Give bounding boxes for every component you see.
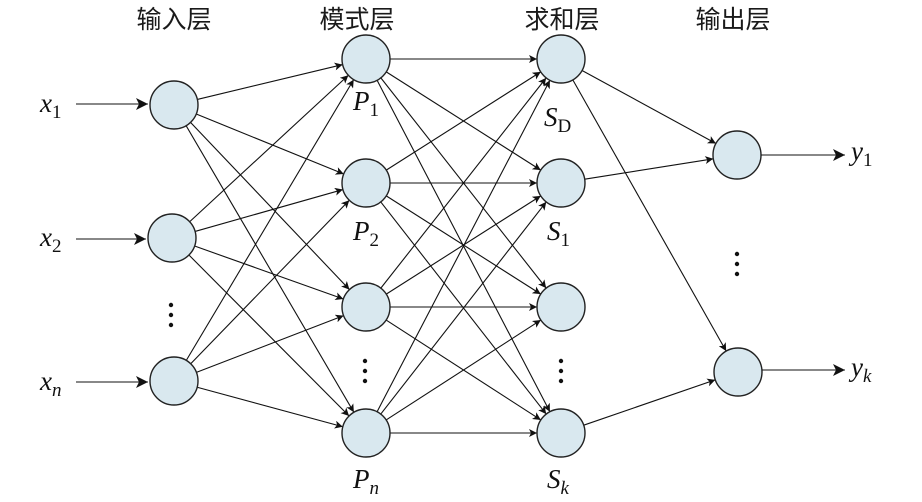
summation-node-k <box>536 408 586 458</box>
input-label-xn: xn <box>39 366 61 401</box>
connection-edge-20 <box>380 77 547 289</box>
input-node-2 <box>147 213 197 263</box>
pattern-node-3 <box>341 282 391 332</box>
input-ellipsis <box>168 302 174 328</box>
connection-edge-26 <box>385 319 542 421</box>
pattern-layer-title: 模式层 <box>319 5 394 34</box>
connection-edge-3 <box>185 125 355 413</box>
connection-edge-6 <box>194 245 344 301</box>
pattern-label-pn: Pn <box>352 464 379 499</box>
output-label-yk: yk <box>848 352 872 387</box>
input-label-x2: x2 <box>39 222 61 257</box>
connections <box>185 55 727 437</box>
connection-edge-16 <box>385 71 542 171</box>
pattern-node-2 <box>341 158 391 208</box>
connection-edge-4 <box>189 74 349 223</box>
connection-edge-31 <box>583 378 716 426</box>
connection-edge-9 <box>190 199 350 365</box>
summation-label-sd: SD <box>544 102 571 137</box>
output-node-k <box>713 347 763 397</box>
pattern-node-1 <box>341 34 391 84</box>
connection-edge-2 <box>190 122 350 290</box>
connection-edge-28 <box>581 70 717 144</box>
summation-label-sk: Sk <box>547 464 570 499</box>
connection-edge-30 <box>572 79 727 352</box>
connection-edge-29 <box>584 156 714 180</box>
output-ellipsis <box>734 251 740 277</box>
connection-edge-11 <box>197 386 343 429</box>
pattern-label-p2: P2 <box>352 216 379 251</box>
output-layer-title: 输出层 <box>695 5 770 34</box>
summation-label-s1: S1 <box>547 216 570 251</box>
connection-edge-24 <box>376 80 551 412</box>
neurons <box>147 34 763 458</box>
pattern-ellipsis <box>362 358 368 384</box>
connection-edge-10 <box>196 314 344 373</box>
pattern-node-n <box>341 408 391 458</box>
summation-layer-title: 求和层 <box>524 5 599 34</box>
input-label-x1: x1 <box>39 88 61 123</box>
output-label-y1: y1 <box>848 136 872 171</box>
summation-node-1 <box>536 158 586 208</box>
summation-node-d <box>536 34 586 84</box>
pattern-label-p1: P1 <box>352 86 379 121</box>
input-node-n <box>149 356 199 406</box>
input-node-1 <box>149 80 199 130</box>
connection-edge-1 <box>196 113 344 175</box>
connection-edge-7 <box>188 254 350 417</box>
connection-edge-0 <box>197 62 343 100</box>
input-layer-title: 输入层 <box>136 5 211 34</box>
summation-ellipsis <box>558 358 564 384</box>
summation-node-3 <box>536 282 586 332</box>
connection-edge-25 <box>380 201 547 415</box>
output-node-1 <box>712 130 762 180</box>
connection-edge-8 <box>185 79 355 361</box>
connection-edge-5 <box>194 187 344 232</box>
